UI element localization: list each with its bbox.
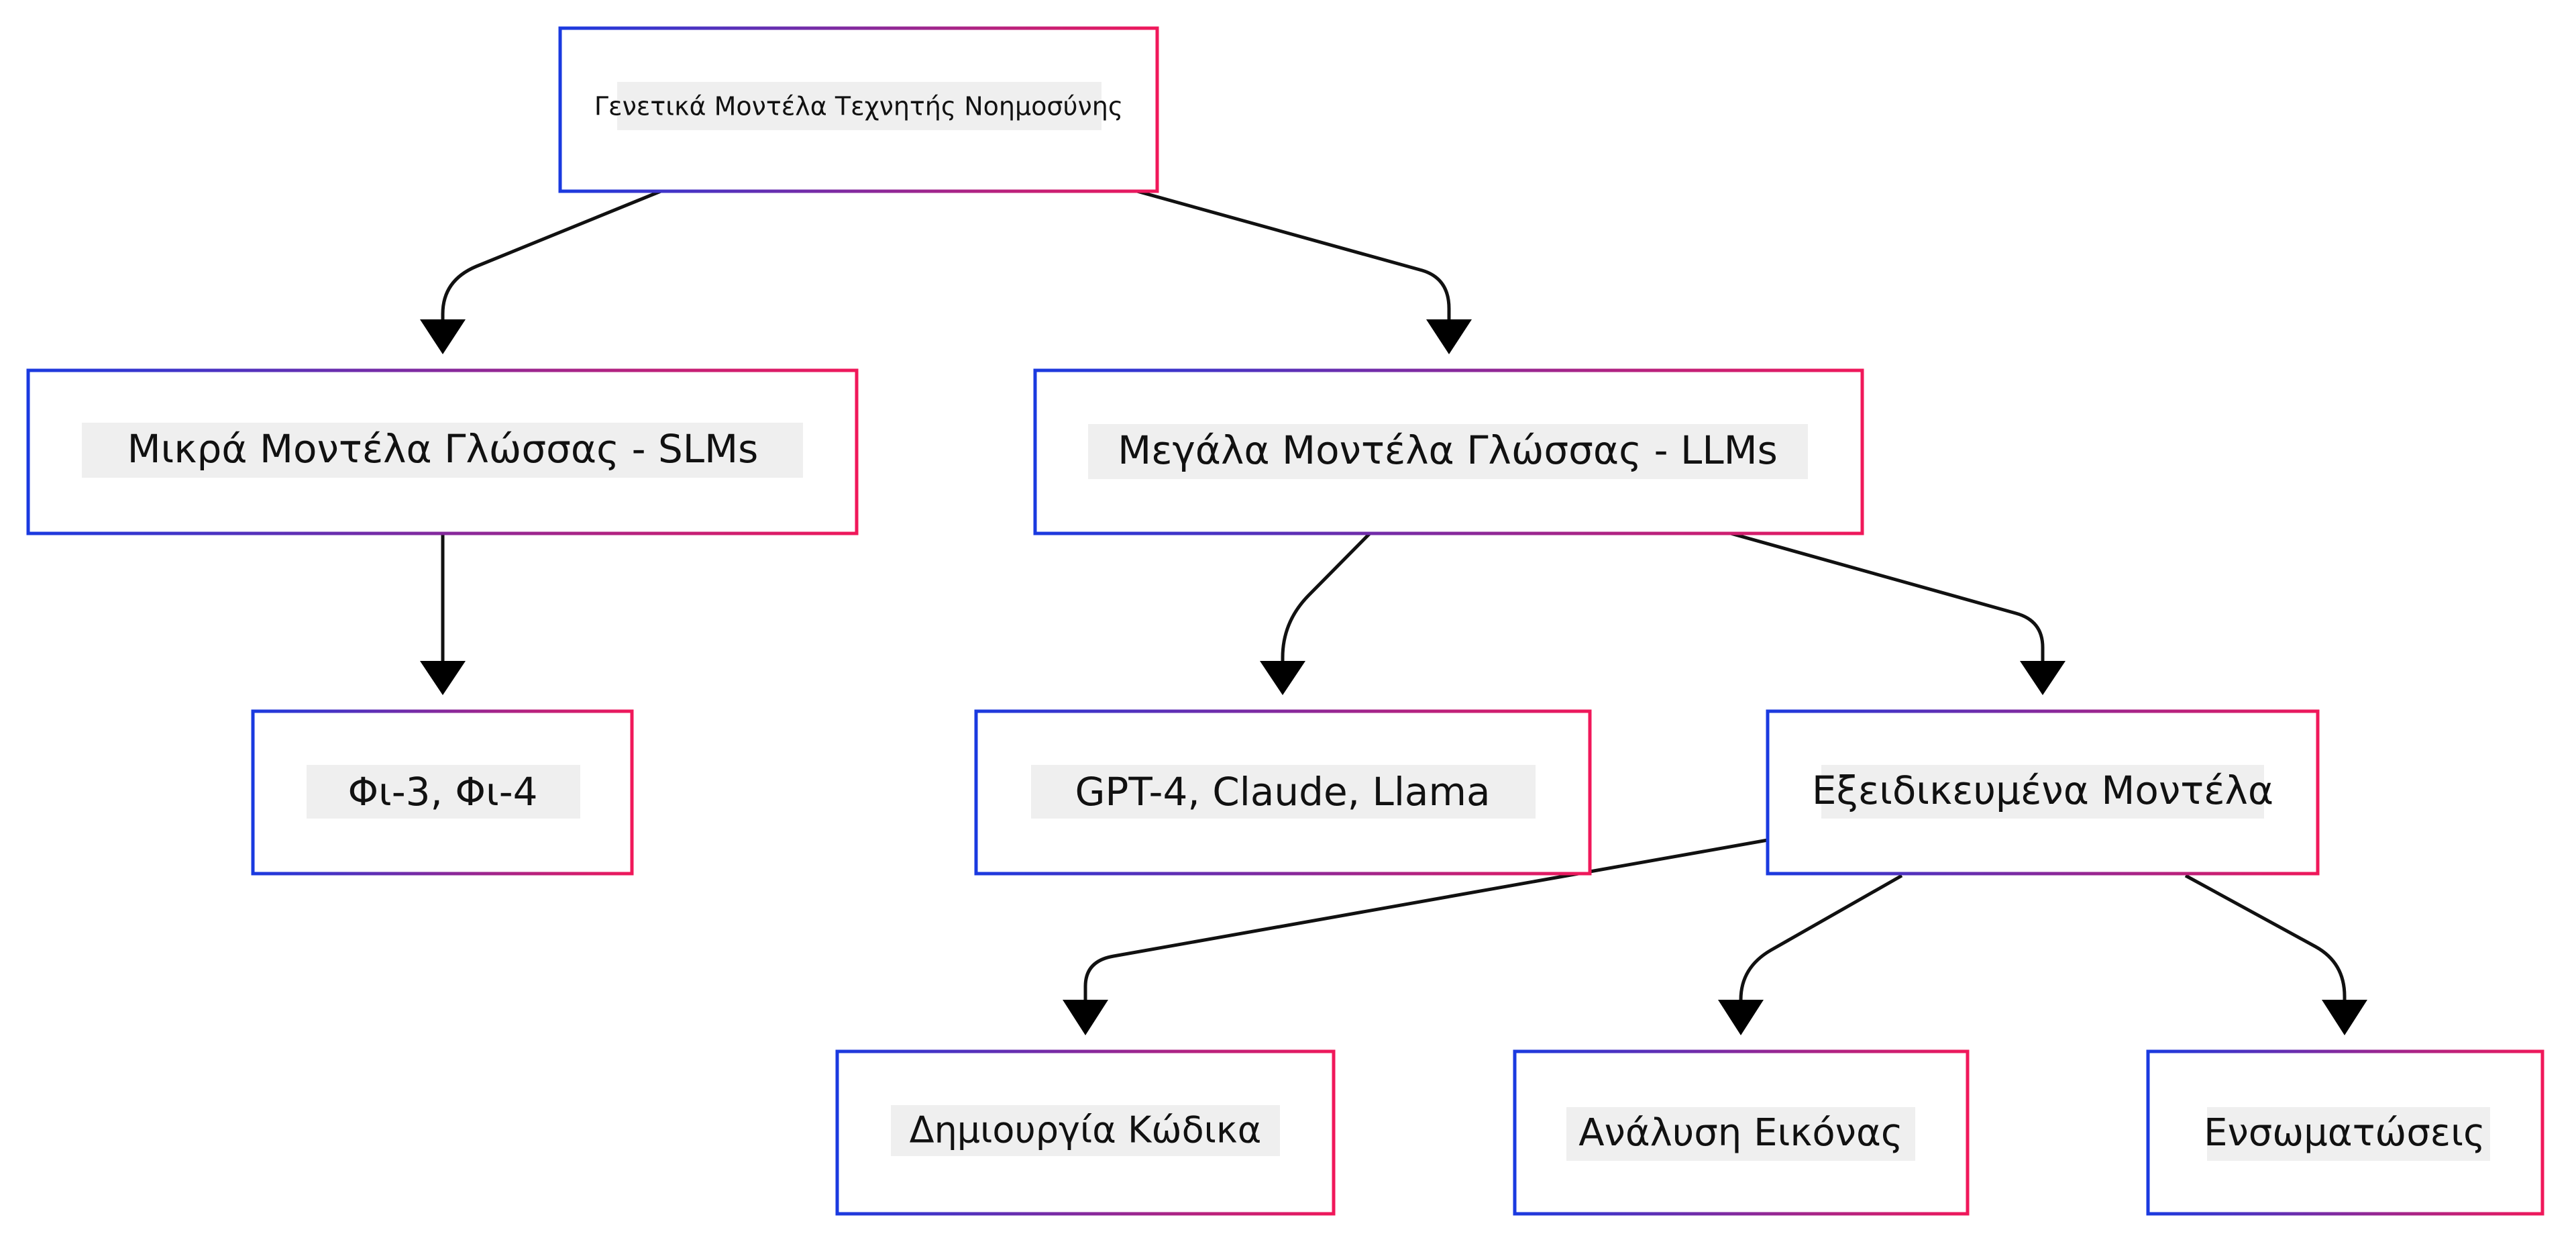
node-embeddings-label: Ενσωματώσεις [2204,1111,2485,1155]
edge-specialized-embeddings [2184,874,2347,1003]
node-root: Γενετικά Μοντέλα Τεχνητής Νοημοσύνης [558,26,1159,193]
edge-root-llm [1136,189,1451,322]
node-root-label: Γενετικά Μοντέλα Τεχνητής Νοημοσύνης [594,92,1123,121]
node-gpt: GPT-4, Claude, Llama [974,709,1592,876]
node-specialized: Εξειδικευμένα Μοντέλα [1766,709,2320,876]
edge-llm-specialized [1730,531,2045,664]
node-embeddings: Ενσωματώσεις [2146,1049,2544,1216]
arrow-slm-phi [420,661,466,695]
arrow-llm-gpt [1260,661,1305,695]
arrow-llm-specialized [2020,661,2065,695]
edge-root-slm [441,189,661,322]
arrow-root-llm [1426,319,1472,354]
node-llm: Μεγάλα Μοντέλα Γλώσσας - LLMs [1033,368,1864,535]
node-gpt-label: GPT-4, Claude, Llama [1075,769,1490,815]
edge-llm-gpt [1281,532,1371,664]
node-code: Δημιουργία Κώδικα [835,1049,1336,1216]
node-phi-label: Φι-3, Φι-4 [347,769,537,815]
arrow-root-slm [420,319,466,354]
arrow-specialized-code [1063,1000,1108,1035]
node-slm: Μικρά Μοντέλα Γλώσσας - SLMs [26,368,859,535]
arrow-specialized-image [1718,1000,1764,1035]
edge-specialized-code [1083,838,1768,1003]
node-specialized-label: Εξειδικευμένα Μοντέλα [1812,768,2273,813]
node-code-label: Δημιουργία Κώδικα [910,1109,1262,1151]
edges [420,189,2367,1035]
node-slm-label: Μικρά Μοντέλα Γλώσσας - SLMs [127,426,759,472]
node-image: Ανάλυση Εικόνας [1513,1049,1970,1216]
arrow-specialized-embeddings [2322,1000,2367,1035]
node-llm-label: Μεγάλα Μοντέλα Γλώσσας - LLMs [1118,427,1778,473]
node-image-label: Ανάλυση Εικόνας [1578,1111,1903,1155]
node-phi: Φι-3, Φι-4 [251,709,634,876]
edge-specialized-image [1739,874,1903,1003]
